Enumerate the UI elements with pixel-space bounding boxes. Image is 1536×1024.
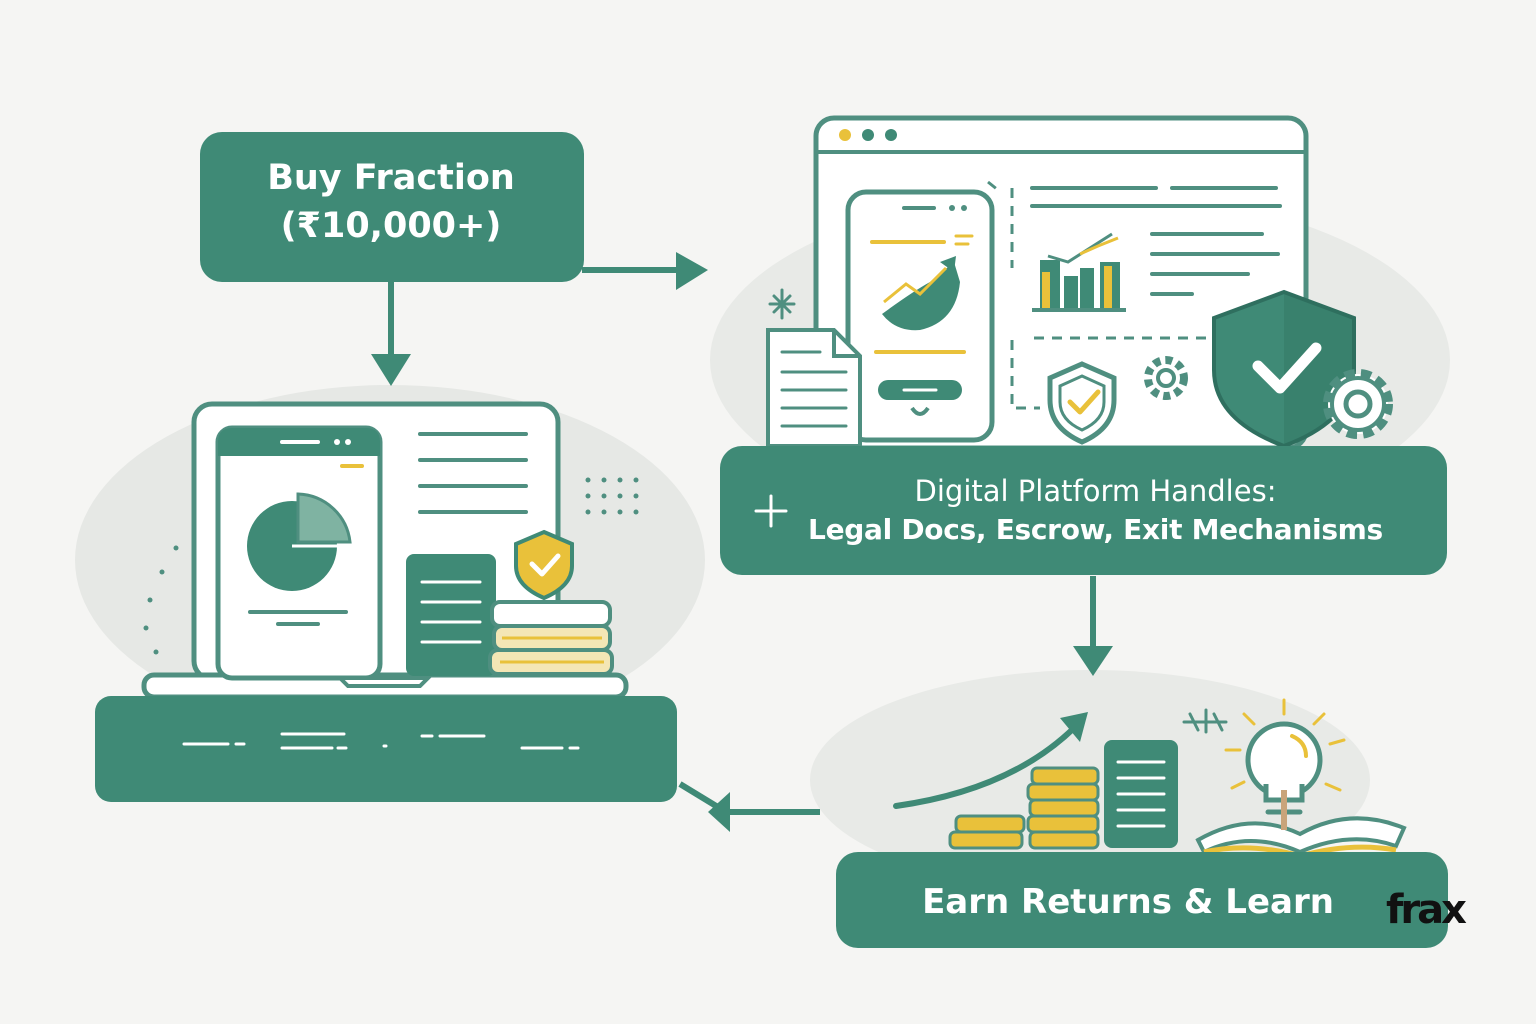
dots-decoration: [143, 477, 639, 655]
large-gear-icon: [1323, 369, 1393, 439]
connector-buy-to-platform: [582, 252, 708, 290]
growth-arrow-icon: [893, 712, 1088, 809]
buy-fraction-amount: (₹10,000+): [280, 206, 502, 246]
sparkle-icon: [768, 288, 796, 320]
book-stack-icon: [488, 600, 614, 676]
coin-stack-icon: [948, 766, 1100, 850]
gear-icon: [1144, 356, 1188, 400]
phone-chart-icon: [845, 189, 995, 443]
left-bar-dashes: [182, 732, 580, 750]
earn-returns-box: [836, 852, 1448, 948]
connector-earn-to-platform-bar: [678, 781, 820, 832]
platform-title: Digital Platform Handles:: [914, 474, 1277, 508]
earn-returns-label: Earn Returns & Learn: [922, 882, 1334, 922]
ledger-document-icon: [1104, 740, 1178, 848]
small-sparkle-icon: [1182, 708, 1228, 734]
left-platform-bar: [95, 696, 677, 802]
brand-logo: frax: [1386, 887, 1467, 933]
connector-buy-to-laptop: [371, 282, 411, 386]
connector-platform-to-earn: [1073, 576, 1113, 676]
small-shield-check-icon: [1047, 361, 1117, 445]
document-icon: [406, 554, 496, 676]
lightbulb-icon: [1224, 698, 1346, 830]
digital-platform-box: [720, 446, 1447, 575]
shield-check-icon: [514, 529, 574, 601]
bar-chart-icon: [1032, 232, 1126, 312]
plus-sparkle-icon: [754, 494, 788, 528]
buy-fraction-box: [200, 132, 584, 282]
buy-fraction-title: Buy Fraction: [267, 158, 515, 198]
pie-chart-icon: [247, 492, 352, 591]
paper-document-icon: [766, 328, 862, 448]
platform-features: Legal Docs, Escrow, Exit Mechanisms: [808, 513, 1383, 546]
